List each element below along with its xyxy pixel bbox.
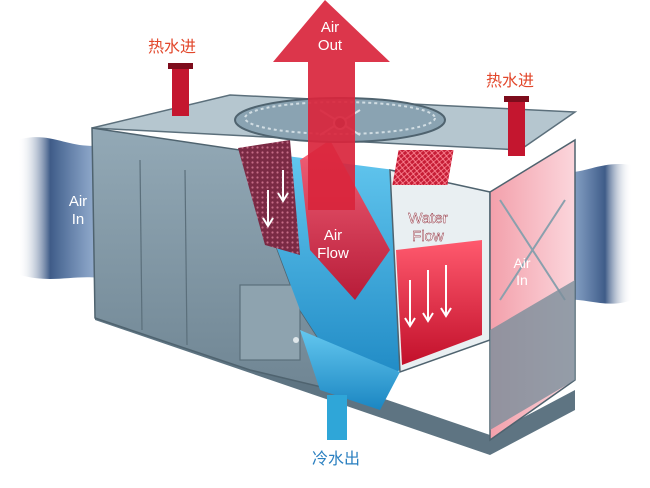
air-out-arrow — [273, 0, 390, 210]
cold-water-basin — [300, 330, 400, 410]
water-flow-label-line2: Flow — [412, 228, 444, 245]
air-out-label-line1: Air — [321, 19, 339, 36]
hot-water-in-right-label: 热水进 — [486, 71, 534, 90]
air-in-right-label-line2: In — [516, 272, 528, 288]
air-flow-label-line2: Flow — [317, 245, 349, 262]
hot-water-pipe-left — [172, 64, 189, 116]
top-spray-grid — [392, 150, 454, 185]
cold-water-out-label: 冷水出 — [312, 449, 360, 468]
hot-water-in-left-label: 热水进 — [148, 37, 196, 56]
down-flow-arrows — [262, 170, 452, 328]
access-door-handle — [293, 337, 299, 343]
air-in-right-label-line1: Air — [513, 255, 530, 271]
hot-water-pipe-right — [508, 98, 525, 156]
water-flow-label-line1: Water — [408, 210, 447, 227]
water-flow-fill — [396, 240, 482, 365]
casing-panel-lines — [139, 159, 301, 361]
air-out-label-line2: Out — [318, 37, 343, 54]
cold-water-outlet-pipe — [327, 395, 347, 440]
right-louver-cross — [499, 199, 566, 301]
air-in-left-label-line2: In — [72, 211, 85, 228]
air-in-left-label-line1: Air — [69, 193, 87, 210]
air-flow-label-line1: Air — [324, 227, 342, 244]
right-basin-media — [490, 280, 575, 430]
air-in-left-wave — [18, 137, 110, 280]
